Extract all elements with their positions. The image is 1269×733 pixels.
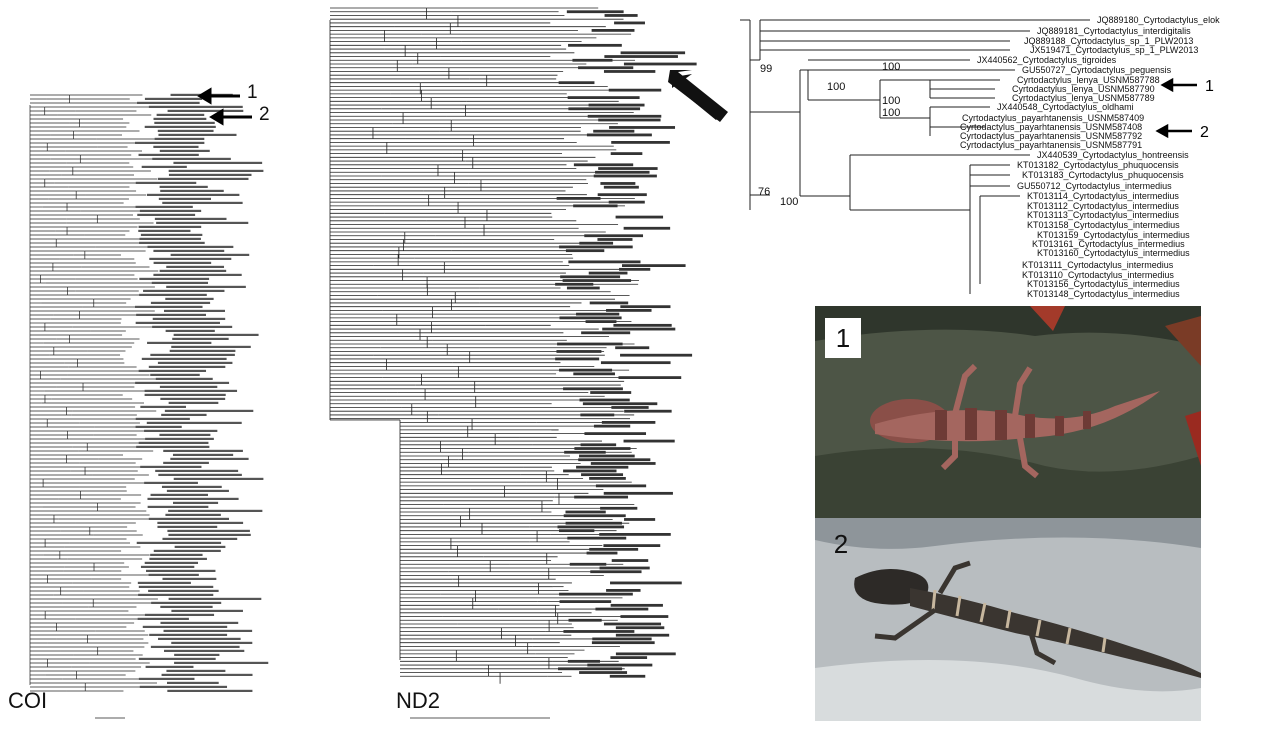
coi-label: COI bbox=[8, 688, 48, 713]
zoom-tip-label: JX440562_Cyrtodactylus_tigroides bbox=[977, 55, 1117, 65]
zoom-tip-label: JQ889188_Cyrtodactylus_sp_1_PLW2013 bbox=[1024, 36, 1193, 46]
zoom-tip-label: JX440548_Cyrtodactylus_oldhami bbox=[997, 102, 1134, 112]
nd2-branches bbox=[329, 7, 639, 719]
gecko-2-image bbox=[815, 518, 1201, 721]
coi-tree-panel: 1 2 COI bbox=[0, 0, 300, 728]
zoom-tip-label: Cyrtodactylus_lenya_USNM587790 bbox=[1012, 84, 1155, 94]
gecko-1-image bbox=[815, 306, 1201, 518]
zoom-branches bbox=[740, 19, 1090, 294]
nd2-tip-labels bbox=[555, 10, 697, 678]
zoom-tip-label: KT013161_Cyrtodactylus_intermedius bbox=[1032, 239, 1185, 249]
zoom-tip-label: KT013148_Cyrtodactylus_intermedius bbox=[1027, 289, 1180, 299]
zoom-tip-label: Cyrtodactylus_lenya_USNM587788 bbox=[1017, 75, 1160, 85]
zoom-tip-label: GU550727_Cyrtodactylus_peguensis bbox=[1022, 65, 1172, 75]
coi-arrow-label-1: 1 bbox=[247, 82, 258, 103]
support-value: 100 bbox=[827, 81, 845, 93]
nd2-arrow-head bbox=[668, 70, 728, 122]
photo-label-1: 1 bbox=[825, 318, 861, 358]
zoom-tip-label: KT013183_Cyrtodactylus_phuquocensis bbox=[1022, 170, 1184, 180]
zoom-tip-labels: JQ889180_Cyrtodactylus_elokJQ889181_Cyrt… bbox=[960, 15, 1220, 299]
zoom-tip-label: KT013156_Cyrtodactylus_intermedius bbox=[1027, 279, 1180, 289]
zoom-tip-label: KT013182_Cyrtodactylus_phuquocensis bbox=[1017, 160, 1179, 170]
support-value: 100 bbox=[882, 107, 900, 119]
nd2-tree bbox=[329, 7, 728, 719]
coi-tip-labels bbox=[135, 93, 269, 692]
zoom-tip-label: KT013111_Cyrtodactylus_intermedius bbox=[1022, 260, 1174, 270]
zoom-tip-label: KT013159_Cyrtodactylus_intermedius bbox=[1037, 230, 1190, 240]
coi-arrows bbox=[197, 87, 252, 126]
zoom-tip-label: Cyrtodactylus_payarhtanensis_USNM587408 bbox=[960, 122, 1142, 132]
support-value: 100 bbox=[780, 196, 798, 208]
zoom-tip-label: Cyrtodactylus_payarhtanensis_USNM587792 bbox=[960, 131, 1142, 141]
coi-tree bbox=[29, 87, 269, 719]
nd2-tree-panel: ND2 bbox=[300, 0, 740, 728]
zoom-tip-label: Cyrtodactylus_payarhtanensis_USNM587409 bbox=[962, 113, 1144, 123]
coi-arrow-label-2: 2 bbox=[259, 104, 270, 125]
support-value: 100 bbox=[882, 61, 900, 73]
zoom-tip-label: KT013158_Cyrtodactylus_intermedius bbox=[1027, 220, 1180, 230]
support-value: 76 bbox=[758, 186, 770, 198]
zoom-tip-label: JQ889181_Cyrtodactylus_interdigitalis bbox=[1037, 26, 1191, 36]
zoom-tip-label: JX440539_Cyrtodactylus_hontreensis bbox=[1037, 150, 1189, 160]
zoom-tip-label: KT013114_Cyrtodactylus_intermedius bbox=[1027, 191, 1179, 201]
zoom-tip-label: GU550712_Cyrtodactylus_intermedius bbox=[1017, 181, 1172, 191]
zoom-tip-label: KT013112_Cyrtodactylus_intermedius bbox=[1027, 201, 1179, 211]
photo-gecko-2: 2 bbox=[815, 518, 1201, 721]
zoom-tip-label: JX519471_Cyrtodactylus_sp_1_PLW2013 bbox=[1030, 45, 1198, 55]
support-value: 100 bbox=[882, 95, 900, 107]
coi-branches bbox=[29, 94, 160, 719]
zoom-arrow-label: 2 bbox=[1200, 124, 1209, 141]
zoom-tip-label: KT013113_Cyrtodactylus_intermedius bbox=[1027, 210, 1179, 220]
zoom-arrow-label: 1 bbox=[1205, 78, 1214, 95]
zoomed-clade-tree: JQ889180_Cyrtodactylus_elokJQ889181_Cyrt… bbox=[740, 15, 1220, 299]
photo-gecko-1: 1 bbox=[815, 306, 1201, 518]
support-value: 99 bbox=[760, 63, 772, 75]
zoom-tip-label: JQ889180_Cyrtodactylus_elok bbox=[1097, 15, 1220, 25]
zoom-tip-label: KT013110_Cyrtodactylus_intermedius bbox=[1022, 270, 1174, 280]
zoom-tip-label: Cyrtodactylus_lenya_USNM587789 bbox=[1012, 93, 1155, 103]
zoom-tip-label: KT013160_Cyrtodactylus_intermedius bbox=[1037, 248, 1190, 258]
zoom-arrows bbox=[1155, 77, 1197, 139]
zoom-tip-label: Cyrtodactylus_payarhtanensis_USNM587791 bbox=[960, 140, 1142, 150]
nd2-label: ND2 bbox=[396, 688, 441, 713]
photo-label-2: 2 bbox=[833, 528, 849, 559]
